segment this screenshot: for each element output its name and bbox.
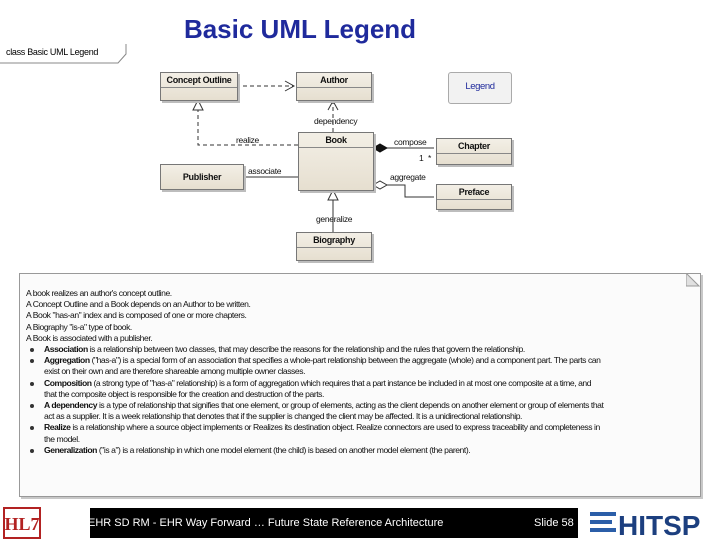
- label-realize: realize: [236, 135, 259, 145]
- aggregation-connector: [373, 184, 434, 198]
- frame-tab: [0, 44, 127, 64]
- note-bullet-list: Association is a relationship between tw…: [26, 344, 696, 456]
- bullet-term: Composition: [44, 377, 92, 388]
- svg-text:HITSP: HITSP: [618, 510, 700, 540]
- bullet-aggregation: Aggregation ("has-a") is a special form …: [30, 355, 696, 377]
- note-line: A Book "has-an" index and is composed of…: [26, 310, 247, 321]
- label-multiplicity-one: 1: [419, 153, 424, 163]
- bullet-composition: Composition (a strong type of "has-a" re…: [30, 377, 696, 400]
- slide-number: Slide 58: [534, 517, 574, 529]
- label-compose: compose: [394, 137, 427, 147]
- class-book[interactable]: Book: [298, 132, 374, 191]
- class-publisher-name: Publisher: [182, 172, 222, 182]
- label-multiplicity-many: *: [428, 153, 432, 163]
- class-biography-name: Biography: [297, 233, 371, 248]
- class-preface[interactable]: Preface: [436, 184, 512, 210]
- class-biography[interactable]: Biography: [296, 232, 372, 261]
- label-generalize: generalize: [316, 214, 353, 224]
- bullet-association: Association is a relationship between tw…: [30, 344, 696, 355]
- composition-diamond: [371, 143, 389, 153]
- bullet-term: Generalization: [44, 444, 97, 455]
- bullet-realize: Realize is a relationship where a source…: [30, 422, 696, 444]
- bullet-term: Realize: [44, 422, 71, 433]
- diagram-frame-label: class Basic UML Legend: [6, 47, 99, 57]
- class-concept-outline[interactable]: Concept Outline: [160, 72, 238, 101]
- hl7-logo-icon: HL7: [2, 506, 42, 540]
- realize-connector: [197, 110, 298, 146]
- aggregation-diamond: [371, 180, 389, 190]
- bullet-text: the model.: [44, 433, 80, 444]
- bullet-term: Aggregation: [44, 355, 90, 366]
- class-publisher[interactable]: Publisher: [160, 164, 244, 190]
- class-author-name: Author: [297, 73, 371, 88]
- bullet-term: A dependency: [44, 400, 98, 411]
- label-dependency: dependency: [314, 116, 358, 126]
- realize-triangle: [192, 98, 204, 111]
- bullet-text: is a relationship between two classes, t…: [87, 344, 526, 355]
- note-box: [19, 273, 701, 497]
- note-line: A Book is associated with a publisher.: [26, 332, 153, 343]
- class-chapter[interactable]: Chapter: [436, 138, 512, 165]
- class-chapter-name: Chapter: [437, 139, 511, 154]
- bullet-term: Association: [44, 344, 88, 355]
- footer-bar: [90, 508, 578, 538]
- slide-title: Basic UML Legend: [183, 14, 417, 44]
- label-aggregate: aggregate: [390, 172, 426, 182]
- bullet-text: is a relationship where a source object …: [70, 422, 600, 433]
- bullet-text: is a type of relationship that signifies…: [97, 400, 604, 411]
- note-line: A book realizes an author's concept outl…: [26, 288, 172, 298]
- bullet-text: ("has-a") is a special form of an associ…: [89, 355, 601, 366]
- svg-text:HL7: HL7: [4, 514, 39, 534]
- note-line: A Concept Outline and a Book depends on …: [26, 299, 251, 310]
- bullet-dependency: A dependency is a type of relationship t…: [30, 400, 696, 422]
- class-book-name: Book: [299, 133, 373, 148]
- label-associate: associate: [248, 166, 282, 176]
- class-concept-outline-name: Concept Outline: [161, 73, 237, 88]
- note-text: A book realizes an author's concept outl…: [26, 288, 696, 456]
- bullet-text: act as a supplier. It is a week relation…: [44, 411, 522, 422]
- note-folded-corner: [686, 273, 700, 287]
- bullet-text: exist on their own and are therefore sha…: [44, 366, 306, 377]
- hitsp-logo-icon: HITSP: [590, 506, 720, 540]
- class-author[interactable]: Author: [296, 72, 372, 101]
- note-line: A Biography "is-a" type of book.: [26, 321, 132, 332]
- bullet-text: that the composite object is responsible…: [44, 388, 324, 399]
- bullet-text: (a strong type of "has-a" relationship) …: [91, 377, 592, 388]
- dependency-arrow-concept-author: [284, 80, 296, 92]
- bullet-generalization: Generalization ("is a") is a relationshi…: [30, 444, 696, 456]
- bullet-text: ("is a") is a relationship in which one …: [96, 444, 471, 455]
- footer-text: EHR SD RM - EHR Way Forward … Future Sta…: [88, 517, 444, 529]
- legend-box[interactable]: Legend: [448, 72, 512, 104]
- class-preface-name: Preface: [437, 185, 511, 200]
- generalization-triangle: [327, 188, 339, 201]
- dependency-arrow-book-author: [327, 99, 339, 111]
